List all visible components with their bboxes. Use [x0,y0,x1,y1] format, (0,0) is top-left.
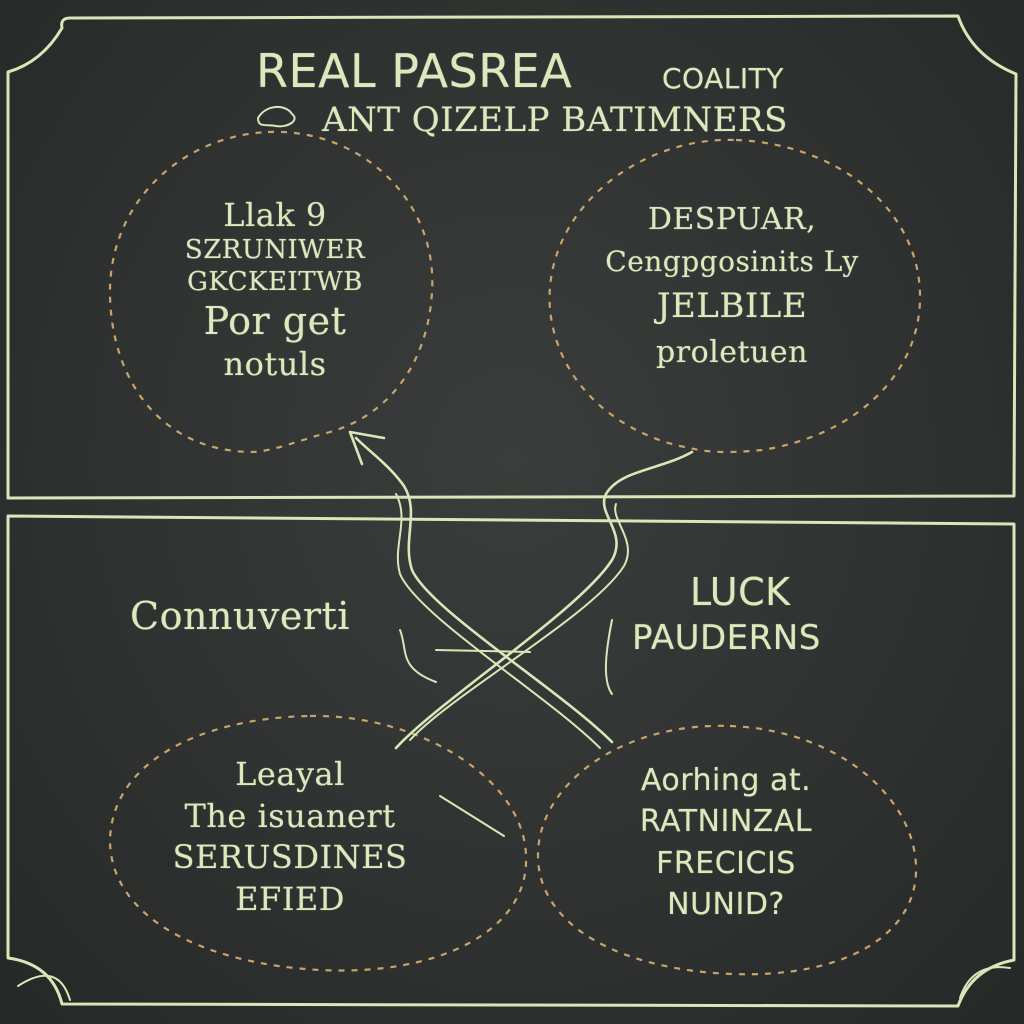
bubble-outline-top-right [548,138,922,454]
bubble-bottom-left-line: The isuanert [184,796,396,835]
bubble-top-right-line: Cengpgosinits Ly [605,244,859,278]
tick-mark [439,795,505,837]
bubble-bottom-left-line: Leayal [235,755,345,793]
bubble-top-right-line: proletuen [656,335,808,371]
bubble-bottom-right-line: NUNID? [667,887,785,923]
corner-ornament [959,966,1011,999]
bubble-top-left-line: SZRUNIWER [184,235,366,266]
bubble-top-left-line: Por get [203,299,347,344]
bubble-bottom-right-line: RATNINZAL [639,804,813,840]
bubble-text-top-left: Llak 9 SZRUNIWER GKCKEITWB Por get notul… [130,196,420,384]
arrow-to-top-left [354,436,614,744]
squiggle-mark [257,106,296,128]
top-frame [6,14,1018,500]
bubble-bottom-right-line: FRECICIS [656,845,796,881]
header-title-right: COALITY [662,62,784,95]
arrow-to-top-right [394,450,694,750]
arrow-to-top-left-stroke [395,493,601,749]
pointer-from-right-label [604,619,613,695]
bubble-text-bottom-left: Leayal The isuanert SERUSDINES EFIED [140,754,440,920]
bubble-top-right-line: JELBILE [656,286,808,327]
bottom-frame [6,514,1016,1008]
header-subtitle: ANT QIZELP BATIMNERS [322,100,788,140]
bubble-top-right-line: DESPUAR, [647,202,817,237]
arrowhead-top-left [348,430,386,466]
bubble-bottom-right-line: Aorhing at. [640,763,812,798]
bubble-top-left-line: Llak 9 [223,196,327,234]
bubble-outline-bottom-right [536,724,918,976]
bubble-text-bottom-right: Aorhing at. RATNINZAL FRECICIS NUNID? [576,760,876,926]
corner-ornament [17,974,71,1001]
connection-label-right-1: LUCK [690,570,791,614]
bubble-top-left-line: notuls [223,344,327,383]
bubble-bottom-left-line: EFIED [235,879,345,918]
header-title-left: REAL PASREA [256,44,573,98]
pointer-from-left-label [399,629,531,683]
bubble-bottom-left-line: SERUSDINES [172,838,408,877]
bubble-top-left-line: GKCKEITWB [187,266,363,297]
arrow-to-top-right-stroke [409,503,629,741]
bubble-text-top-right: DESPUAR, Cengpgosinits Ly JELBILE prolet… [572,198,892,375]
connection-label-right-2: PAUDERNS [632,618,821,658]
connection-label-left: Connuverti [130,594,350,638]
